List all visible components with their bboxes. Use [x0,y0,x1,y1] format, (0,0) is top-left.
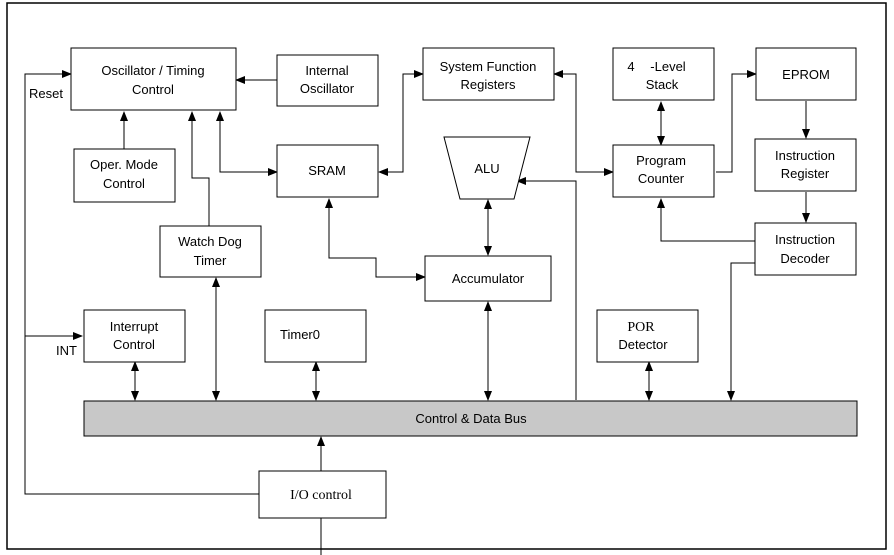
block-accumulator: Accumulator [424,255,552,302]
block-oper-mode-control: Oper. Mode Control [73,148,176,203]
instruction-register-label-line1: Instruction [775,148,835,163]
block-timer0: Timer0 [264,309,367,363]
control-data-bus: Control & Data Bus [83,400,858,437]
watchdog-label-line2: Timer [194,253,227,268]
reset-signal-label: Reset [29,86,63,101]
instruction-decoder-label-line2: Decoder [780,251,830,266]
block-sram: SRAM [276,144,379,198]
accumulator-label: Accumulator [452,271,525,286]
block-io-control: I/O control [258,470,387,519]
instruction-decoder-label-line1: Instruction [775,232,835,247]
oper-mode-label-line2: Control [103,176,145,191]
eprom-label: EPROM [782,67,830,82]
timer0-label: Timer0 [280,327,320,342]
oscillator-timing-label-line1: Oscillator / Timing [101,63,204,78]
stack-level-number: 4 [627,59,634,74]
program-counter-label-line2: Counter [638,171,685,186]
block-alu: ALU [443,136,531,200]
block-por-detector: POR Detector [596,309,699,363]
block-instruction-register: Instruction Register [754,138,857,192]
internal-oscillator-label-line2: Oscillator [300,81,355,96]
stack-label-line1: -Level [650,59,686,74]
alu-label: ALU [474,161,499,176]
program-counter-label-line1: Program [636,153,686,168]
watchdog-label-line1: Watch Dog [178,234,242,249]
interrupt-label-line2: Control [113,337,155,352]
system-function-label-line1: System Function [440,59,537,74]
block-internal-oscillator: Internal Oscillator [276,54,379,107]
block-instruction-decoder: Instruction Decoder [754,222,857,276]
block-interrupt-control: Interrupt Control [83,309,186,363]
block-system-function-registers: System Function Registers [422,47,555,101]
block-oscillator-timing-control: Oscillator / Timing Control [70,47,237,111]
interrupt-label-line1: Interrupt [110,319,159,334]
oscillator-timing-label-line2: Control [132,82,174,97]
block-eprom: EPROM [755,47,857,101]
io-control-label: I/O control [290,488,352,503]
sram-label: SRAM [308,163,346,178]
por-label-line1: POR [627,320,655,335]
block-watch-dog-timer: Watch Dog Timer [159,225,262,278]
bus-label: Control & Data Bus [415,411,527,426]
internal-oscillator-label-line1: Internal [305,63,348,78]
block-program-counter: Program Counter [612,144,715,198]
diagram-frame [6,2,887,550]
connection-wires [24,70,810,555]
stack-label-line2: Stack [646,77,679,92]
oper-mode-label-line1: Oper. Mode [90,157,158,172]
system-function-label-line2: Registers [461,77,516,92]
instruction-register-label-line2: Register [781,166,830,181]
int-signal-label: INT [56,343,77,358]
por-label-line2: Detector [618,337,668,352]
block-level-stack: 4 -Level Stack [612,47,715,101]
